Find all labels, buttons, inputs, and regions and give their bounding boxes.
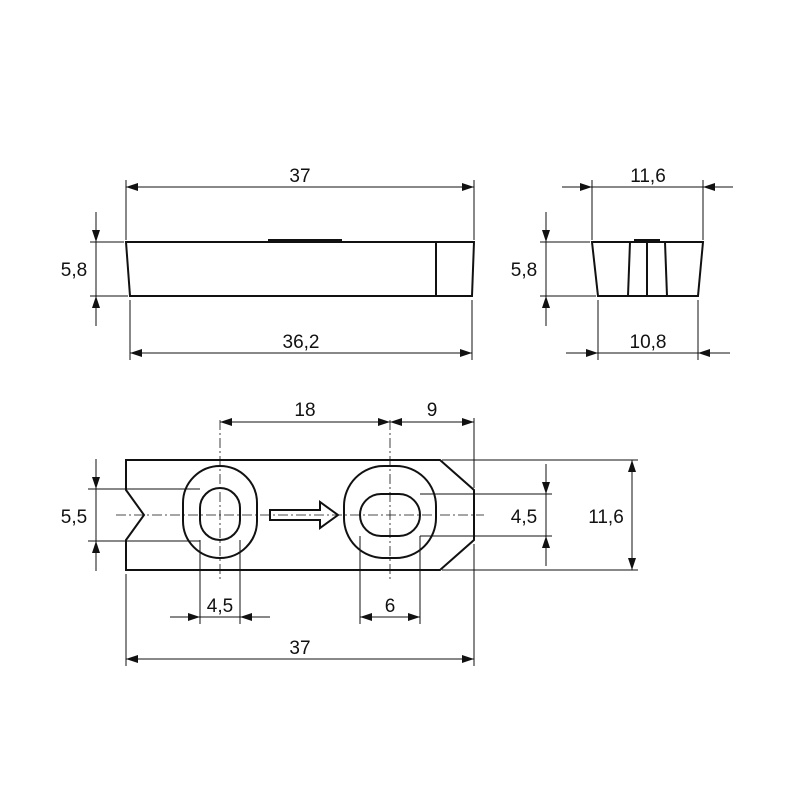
dim-end-distance: 9 — [427, 400, 438, 421]
dim-total-length: 37 — [289, 638, 310, 659]
plan-view-outline — [125, 459, 475, 571]
dim-slot-height: 4,5 — [511, 507, 537, 528]
direction-arrow-icon — [269, 500, 340, 530]
side-view: 11,6 10,8 5,8 — [511, 166, 733, 360]
dim-hole-width: 4,5 — [207, 596, 233, 617]
front-view-outline — [124, 241, 476, 297]
right-slot-outer — [343, 465, 437, 559]
dim-side-height: 5,8 — [511, 260, 537, 281]
front-view: 37 36,2 5,8 — [61, 166, 476, 360]
dim-left-height: 5,5 — [61, 507, 87, 528]
dim-side-bottom-width: 10,8 — [630, 332, 667, 353]
side-view-groove-line — [627, 241, 631, 297]
dim-top-length: 37 — [289, 166, 310, 187]
dim-top-height: 5,8 — [61, 260, 87, 281]
dim-hole-spacing: 18 — [294, 400, 315, 421]
side-view-groove-line — [664, 241, 668, 297]
left-hole-inner — [199, 487, 241, 541]
dim-top-bottom-length: 36,2 — [283, 332, 320, 353]
dim-side-width: 11,6 — [630, 166, 666, 187]
dim-slot-width: 6 — [385, 596, 396, 617]
right-slot-inner — [359, 493, 421, 537]
dim-total-width: 11,6 — [588, 507, 624, 528]
plan-view: 18 9 5,5 4,5 11,6 4,5 6 — [61, 400, 638, 666]
left-hole-outer — [182, 465, 258, 559]
